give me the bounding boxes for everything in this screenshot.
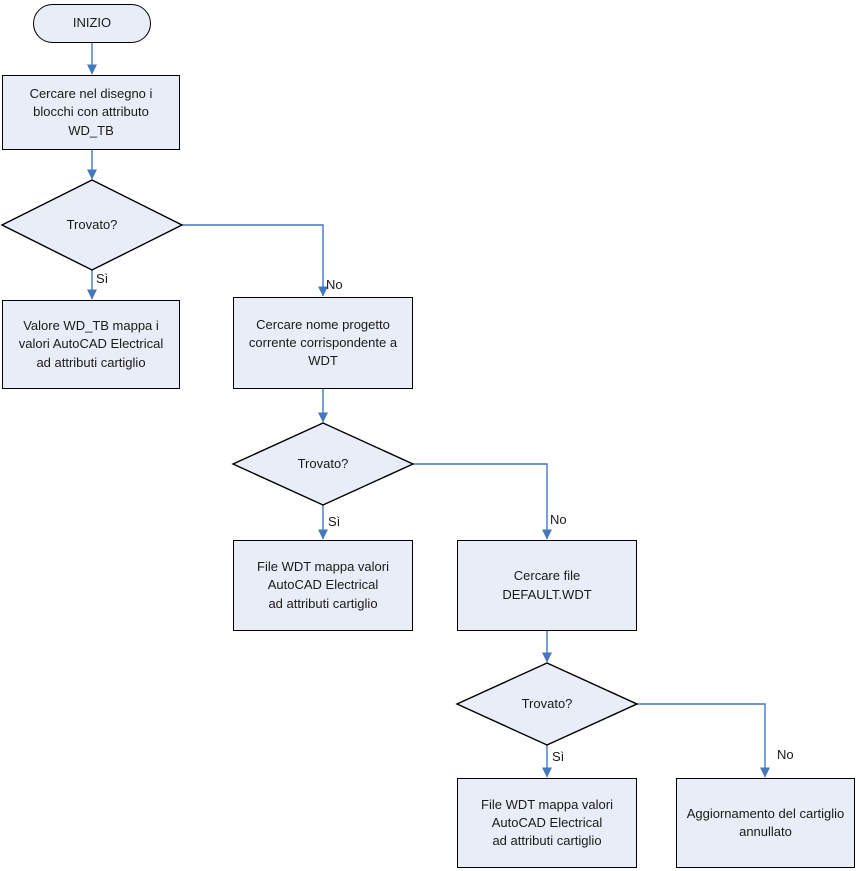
start-label: INIZIO — [72, 15, 112, 31]
edge-label-decision3-yes: Sì — [552, 749, 565, 764]
decision3-label: Trovato? — [521, 696, 573, 711]
process-search-project: Cercare nome progetto corrente corrispon… — [233, 297, 413, 389]
process-search-default-wdt: Cercare file DEFAULT.WDT — [457, 540, 637, 631]
process-search-default-wdt-label: Cercare file DEFAULT.WDT — [502, 568, 592, 602]
connector-decision3-no — [637, 703, 770, 778]
edge-label-decision1-no: No — [326, 277, 343, 292]
edge-label-decision2-no: No — [550, 512, 567, 527]
process-search-blocks: Cercare nel disegno i blocchi con attrib… — [2, 75, 180, 150]
process-search-project-label: Cercare nome progetto corrente corrispon… — [248, 316, 398, 369]
decision2-label: Trovato? — [297, 456, 349, 471]
process-update-cancelled-label: Aggiornamento del cartiglio annullato — [686, 805, 845, 839]
process-map-wdt-default: File WDT mappa valori AutoCAD Electrical… — [457, 778, 637, 868]
decision1-diamond — [0, 179, 184, 271]
process-map-wdtb-label: Valore WD_TB mappa i valori AutoCAD Elec… — [18, 318, 164, 370]
edge-label-decision3-no: No — [777, 747, 794, 762]
process-update-cancelled: Aggiornamento del cartiglio annullato — [676, 778, 855, 868]
process-map-wdt-project: File WDT mappa valori AutoCAD Electrical… — [233, 540, 413, 631]
decision2-diamond — [231, 422, 415, 506]
edge-label-decision2-yes: Sì — [328, 514, 341, 529]
decision1-label: Trovato? — [66, 217, 118, 232]
edge-label-decision1-yes: Sì — [96, 271, 109, 286]
process-map-wdtb: Valore WD_TB mappa i valori AutoCAD Elec… — [2, 300, 180, 389]
connector-decision1-no — [182, 224, 328, 297]
connector-decision2-no — [413, 463, 552, 540]
decision3-diamond — [455, 662, 639, 746]
process-map-wdt-project-label: File WDT mappa valori AutoCAD Electrical… — [257, 559, 389, 611]
start-terminator: INIZIO — [33, 4, 151, 43]
process-map-wdt-default-label: File WDT mappa valori AutoCAD Electrical… — [481, 796, 613, 849]
process-search-blocks-label: Cercare nel disegno i blocchi con attrib… — [29, 86, 153, 138]
